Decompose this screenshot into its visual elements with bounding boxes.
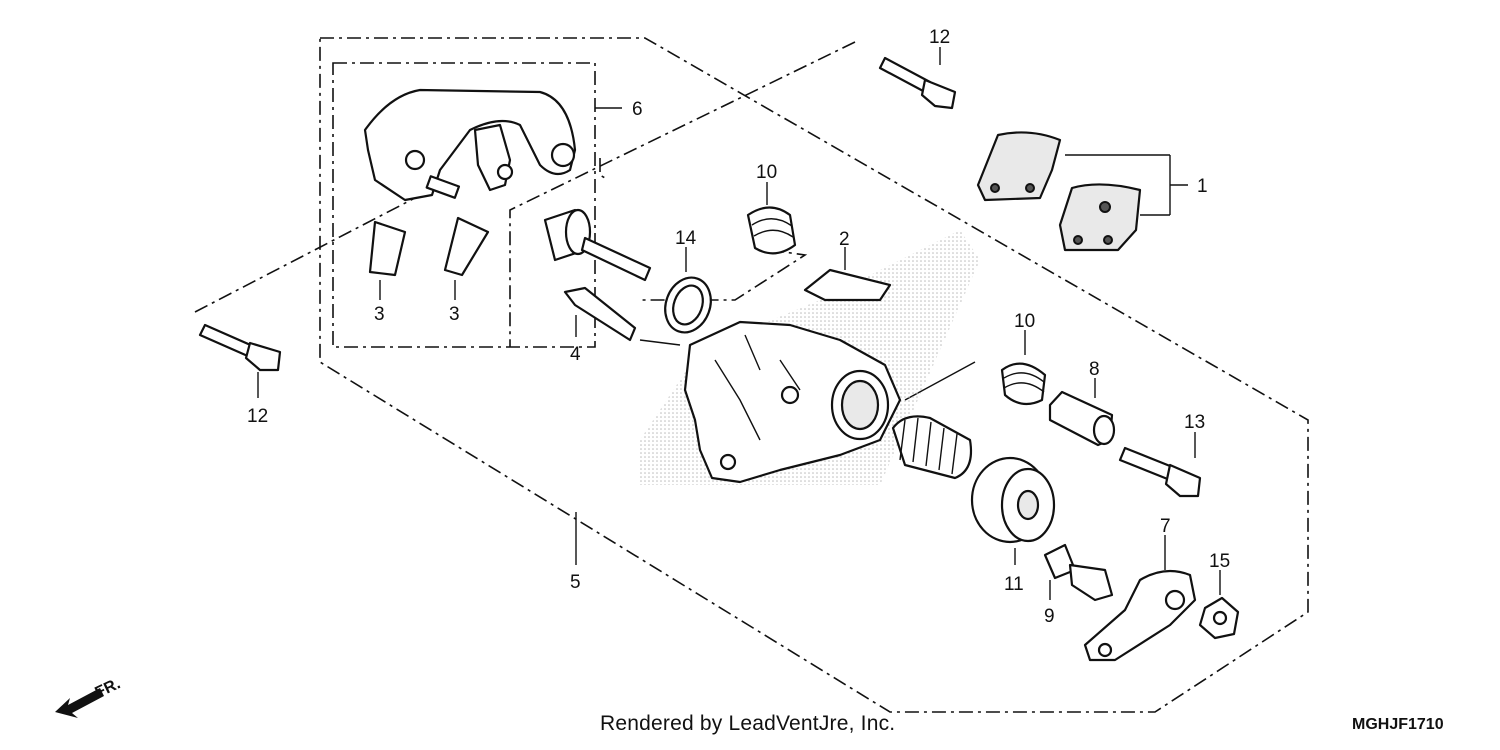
caliper-body (683, 320, 902, 484)
brake-pad-upper (976, 131, 1062, 202)
callout-8: 8 (1089, 359, 1100, 380)
callout-10-right: 10 (1014, 311, 1035, 332)
brake-pad-lower (1058, 183, 1142, 252)
nut-15 (1198, 596, 1240, 640)
caliper-bracket (363, 88, 577, 202)
callout-12-left: 12 (247, 406, 268, 427)
callout-11: 11 (1004, 574, 1024, 595)
pad-spring-left (368, 220, 407, 277)
callout-5: 5 (570, 572, 581, 593)
lever-arm-7 (1083, 569, 1197, 662)
slide-pin-upper (543, 208, 652, 282)
diagram-code: MGHJF1710 (1352, 716, 1444, 733)
bolt-9 (1043, 543, 1114, 602)
spring-boot (891, 415, 973, 480)
assembly-outline-5 (319, 37, 1309, 713)
pin-bolt-4 (563, 286, 637, 342)
bolt-12-top (878, 56, 957, 110)
bolt-13 (1118, 446, 1202, 498)
retainer-plate-2 (803, 268, 892, 302)
callout-leaders (257, 47, 1221, 600)
boot-10-right (1000, 362, 1047, 406)
pad-spring-right (443, 216, 490, 277)
assembly-outline-6 (332, 62, 622, 348)
callout-12-top: 12 (929, 27, 950, 48)
callout-10-top: 10 (756, 162, 777, 183)
callout-15: 15 (1209, 551, 1230, 572)
callout-13: 13 (1184, 412, 1205, 433)
callout-7: 7 (1160, 516, 1171, 537)
bolt-12-left (198, 323, 282, 372)
seal-ring-14 (664, 276, 712, 334)
render-credit: Rendered by LeadVentJre, Inc. (600, 712, 896, 735)
callout-4: 4 (570, 344, 581, 365)
piston-11 (970, 456, 1056, 544)
boot-10-top (746, 206, 797, 255)
front-direction-arrow-icon: FR. (55, 675, 123, 718)
callout-2: 2 (839, 229, 850, 250)
callout-3-right: 3 (449, 304, 460, 325)
callout-14: 14 (675, 228, 697, 249)
callout-9: 9 (1044, 606, 1055, 627)
callout-1: 1 (1197, 176, 1208, 197)
callout-6: 6 (632, 99, 643, 120)
callout-3-left: 3 (374, 304, 385, 325)
direction-label: FR. (93, 675, 124, 701)
slide-pin-8 (1048, 390, 1116, 447)
